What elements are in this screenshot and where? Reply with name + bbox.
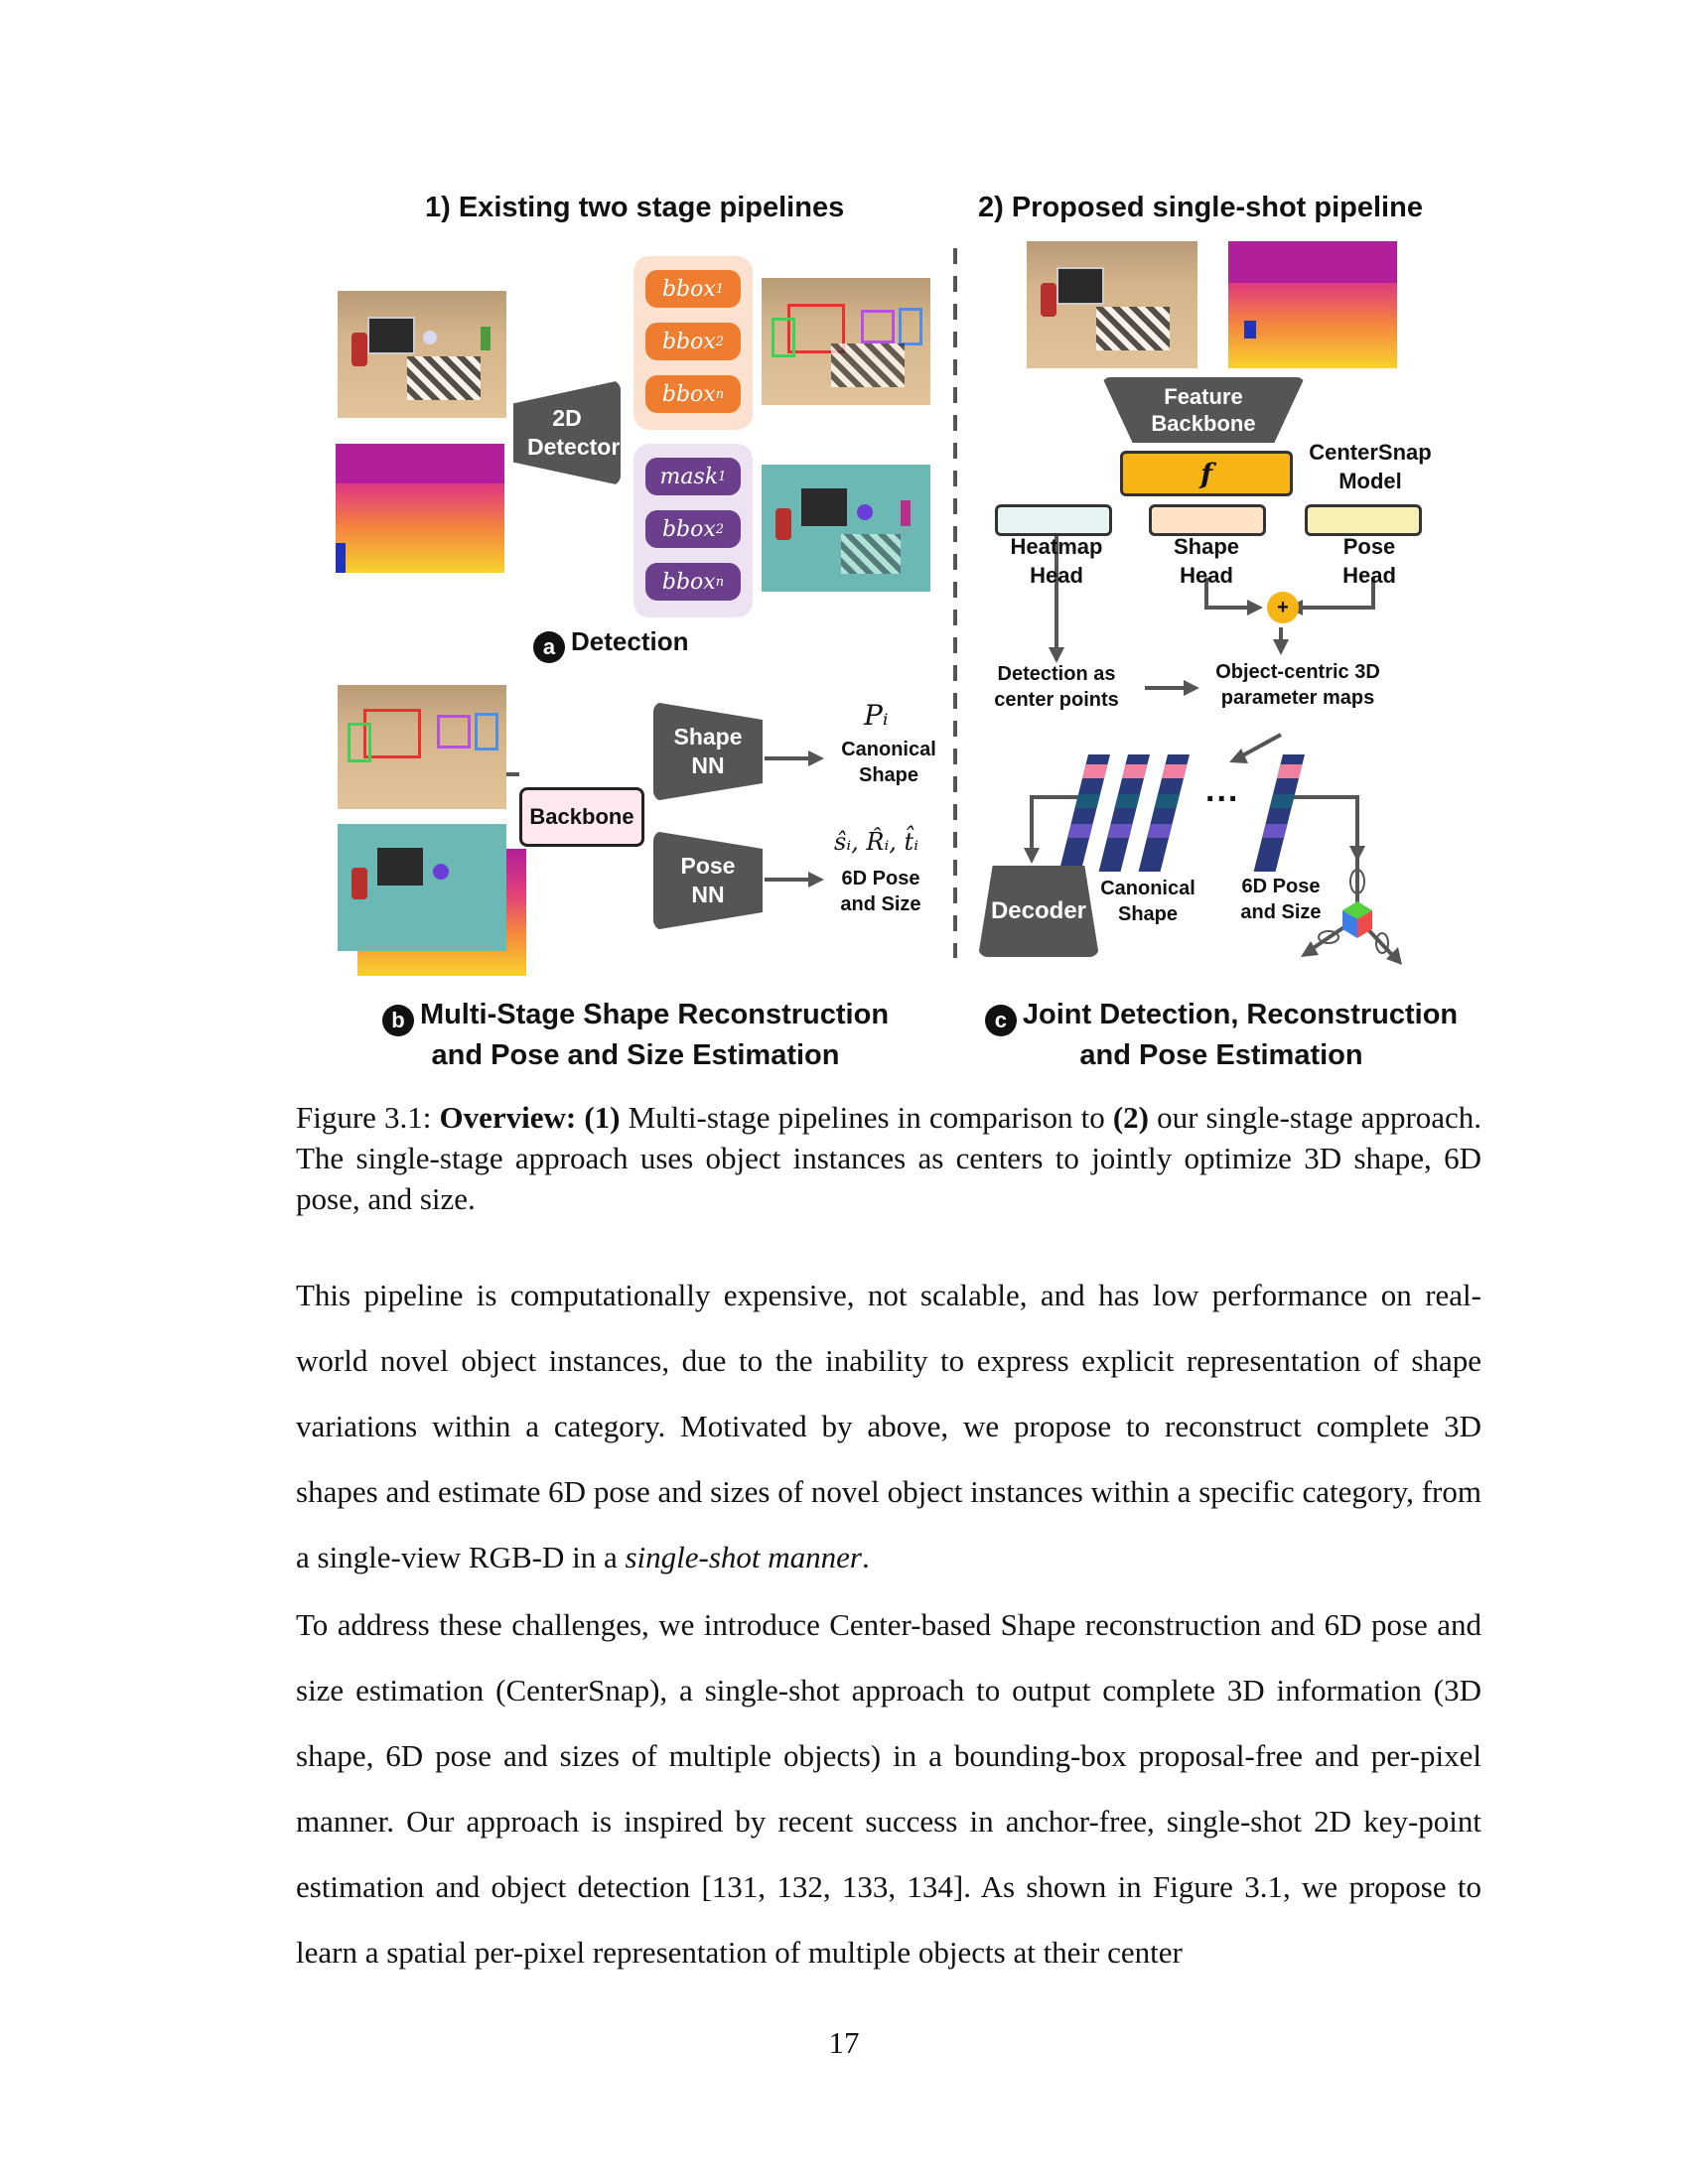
- heatmap-head-box: [995, 504, 1112, 536]
- shape-head-label: Shape Head: [1173, 534, 1240, 588]
- pose-head-box: [1305, 504, 1422, 536]
- f-symbol: f: [1199, 457, 1213, 490]
- section-c-marker: c: [984, 1005, 1017, 1036]
- pose-axes-icon: [1301, 854, 1402, 965]
- plus-node: +: [1267, 592, 1299, 623]
- shape-head-box: [1149, 504, 1266, 536]
- canonical-shape-right-label: Canonical Shape: [1100, 878, 1196, 925]
- caption-marker-1: (1): [584, 1100, 621, 1135]
- caption-bold-title: Overview:: [439, 1100, 577, 1135]
- shape-nn-label: Shape NN: [673, 724, 743, 778]
- figure-caption: Figure 3.1: Overview: (1) Multi-stage pi…: [296, 1097, 1481, 1219]
- body-italic: single-shot manner: [625, 1540, 862, 1574]
- figure: 1) Existing two stage pipelines 2) Propo…: [0, 0, 1688, 1082]
- mask-stack-image: [338, 824, 506, 951]
- section-a-marker: a: [533, 631, 565, 664]
- caption-marker-2: (2): [1112, 1100, 1149, 1135]
- caption-text-2: our single-stage approach. The single-st…: [296, 1100, 1482, 1216]
- body-paragraph-2: To address these challenges, we introduc…: [296, 1607, 1481, 1970]
- depth-input-image: [336, 444, 504, 573]
- right-depth-input-image: [1228, 241, 1397, 368]
- left-pipeline-title: 1) Existing two stage pipelines: [425, 192, 845, 223]
- body-paragraph-1: This pipeline is computationally expensi…: [296, 1278, 1481, 1574]
- pose-symbol: ŝᵢ, R̂ᵢ, t̂ᵢ: [834, 828, 919, 856]
- centersnap-label: CenterSnap Model: [1309, 440, 1432, 493]
- section-b-marker: b: [381, 1005, 414, 1036]
- param-maps-label: Object-centric 3D parameter maps: [1215, 661, 1380, 709]
- canonical-shape-label: Canonical Shape: [841, 739, 936, 786]
- caption-prefix: Figure 3.1:: [296, 1100, 432, 1135]
- decoder-block: Decoder: [978, 866, 1099, 957]
- mask-output-image: [762, 465, 930, 592]
- backbone-label: Backbone: [529, 803, 634, 829]
- feature-f-box: f: [1120, 451, 1293, 496]
- decoder-label: Decoder: [990, 897, 1087, 924]
- dots: ...: [1205, 771, 1240, 809]
- detected-rgb-image: [338, 685, 506, 809]
- heatmap-head-label: Heatmap Head: [1010, 534, 1103, 588]
- right-rgb-input-image: [1027, 241, 1197, 368]
- canonical-shape-symbol: Pᵢ: [864, 699, 889, 732]
- pose-size-label: 6D Pose and Size: [840, 868, 921, 915]
- pose-nn-label: Pose NN: [680, 853, 736, 907]
- detector-label: 2D Detector: [527, 405, 621, 460]
- pose-nn-block: Pose NN: [653, 831, 763, 930]
- feature-backbone-label: Feature Backbone: [1151, 383, 1256, 437]
- pose-head-label: Pose Head: [1342, 534, 1396, 588]
- bbox-output-image: [762, 278, 930, 405]
- feature-backbone-block: Feature Backbone: [1102, 377, 1305, 443]
- right-pipeline-title: 2) Proposed single-shot pipeline: [978, 192, 1423, 223]
- backbone-box: Backbone: [519, 787, 644, 847]
- page-number: 17: [828, 2025, 860, 2060]
- pose-size-right-label: 6D Pose and Size: [1240, 876, 1322, 923]
- caption-text-1: Multi-stage pipelines in comparison to: [628, 1100, 1105, 1135]
- rgb-input-image: [338, 291, 506, 418]
- param-map-columns: [1058, 754, 1305, 872]
- detection-centers-label: Detection as center points: [994, 663, 1119, 711]
- shape-nn-block: Shape NN: [653, 702, 763, 801]
